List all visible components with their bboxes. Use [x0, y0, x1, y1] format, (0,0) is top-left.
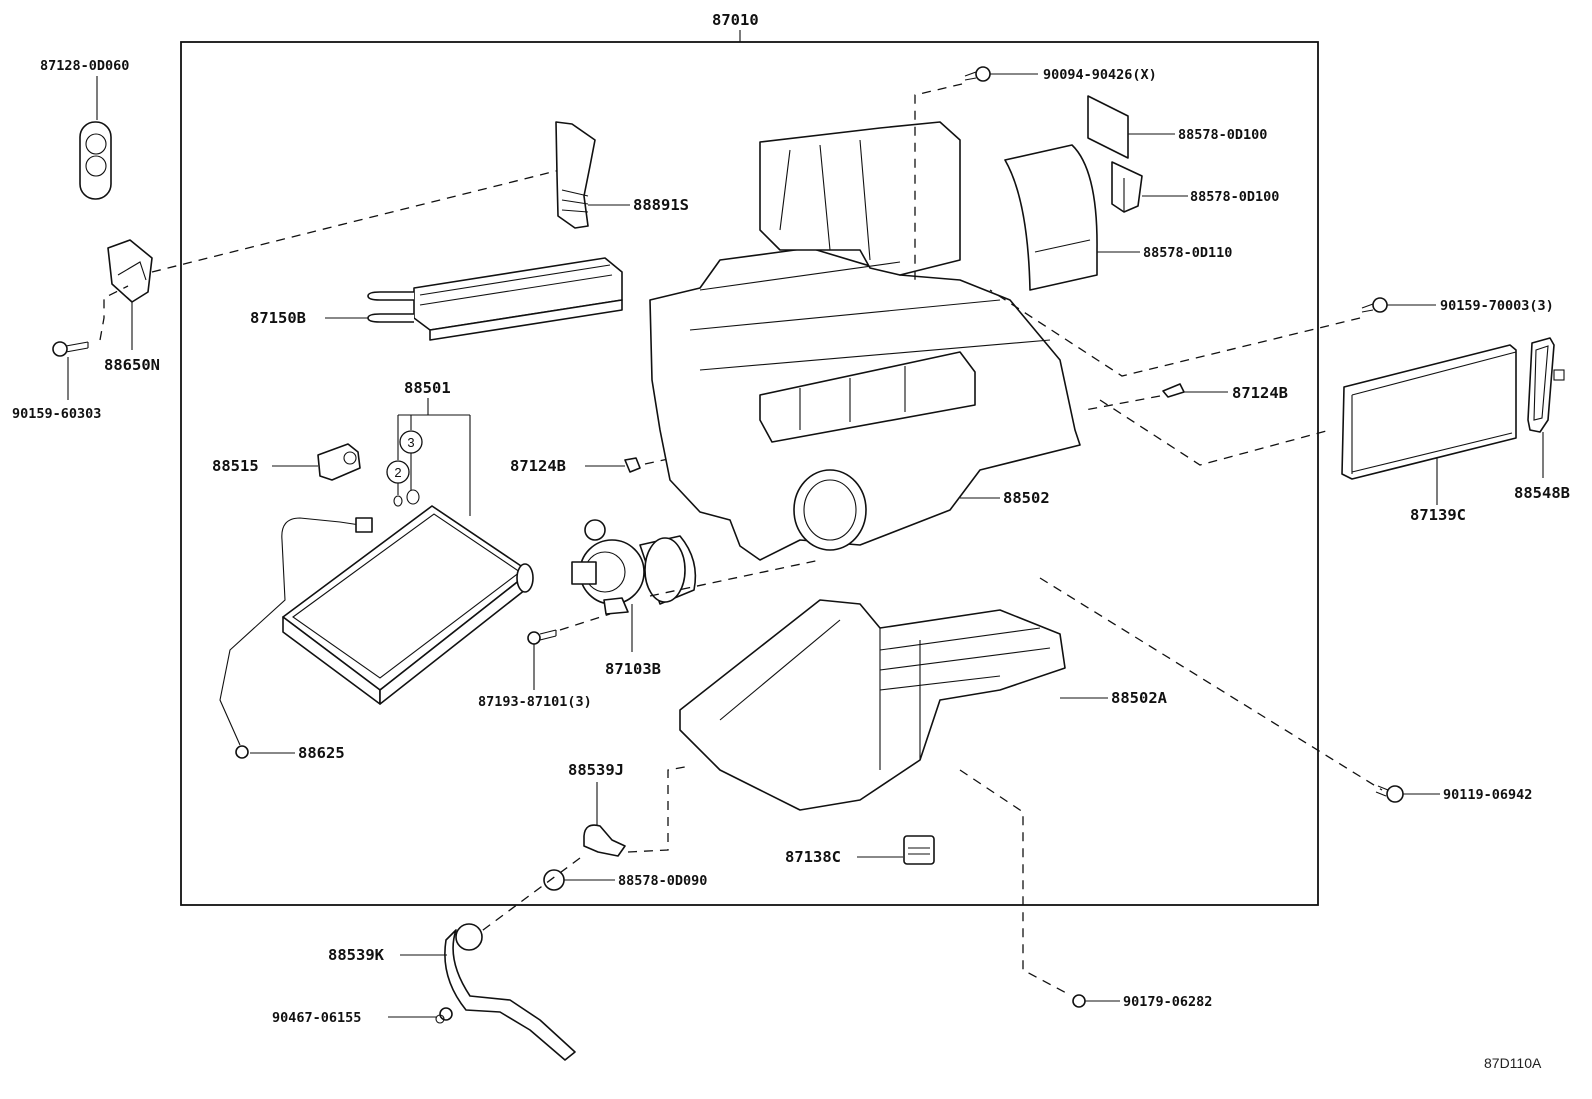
clip-icon [1162, 383, 1185, 398]
cushion-icon [543, 869, 565, 891]
part-90159-70003: 90159-70003(3) [989, 289, 1554, 377]
label-87150B[interactable]: 87150B [250, 309, 306, 327]
label-90179-06282[interactable]: 90179-06282 [1123, 994, 1212, 1010]
bracket-icon [555, 121, 596, 229]
part-87124B-right: 87124B [1084, 383, 1331, 466]
assembly-frame: 87010 [180, 11, 1319, 906]
o-ring-icon [393, 495, 403, 507]
label-87124B-right[interactable]: 87124B [1232, 384, 1288, 402]
thermistor-wire-icon [219, 517, 361, 746]
part-88891S: 88891S [555, 121, 689, 229]
resistor-icon [903, 835, 935, 865]
assembly-label[interactable]: 87010 [712, 11, 759, 29]
grommet-icon [79, 121, 112, 200]
label-87139C[interactable]: 87139C [1410, 506, 1466, 524]
label-90159-70003[interactable]: 90159-70003(3) [1440, 298, 1554, 314]
part-88539J: 88539J [568, 761, 691, 857]
part-88548B: 88548B [1514, 337, 1570, 502]
part-88578-0D100-a: 88578-0D100 [1087, 95, 1267, 159]
diagram-reference-code: 87D110A [1484, 1055, 1542, 1071]
part-87103B: 87103B [571, 519, 821, 678]
seal-pad-icon [1004, 144, 1098, 291]
duct-icon [583, 824, 626, 857]
sensor-icon [317, 443, 361, 481]
clip-icon [439, 1007, 453, 1021]
callout-3: 3 [407, 435, 414, 450]
screw-icon [527, 631, 541, 645]
sensor-icon [107, 239, 153, 303]
part-90159-60303: 90159-60303 [12, 285, 129, 422]
part-88650N: 88650N [104, 239, 160, 374]
part-88578-0D110: 88578-0D110 [1004, 144, 1232, 291]
screw-icon [1386, 785, 1404, 803]
nut-icon [1072, 994, 1086, 1008]
label-87128-0D060[interactable]: 87128-0D060 [40, 58, 129, 74]
air-filter-icon [1341, 344, 1517, 480]
part-90179-06282: 90179-06282 [959, 769, 1212, 1010]
label-90159-60303[interactable]: 90159-60303 [12, 406, 101, 422]
label-88578-0D090[interactable]: 88578-0D090 [618, 873, 707, 889]
label-87124B-left[interactable]: 87124B [510, 457, 566, 475]
part-88578-0D100-b: 88578-0D100 [1111, 161, 1279, 213]
label-88501[interactable]: 88501 [404, 379, 451, 397]
part-88502: 88502 [649, 121, 1081, 561]
part-88578-0D090: 88578-0D090 [474, 857, 707, 937]
part-90094-90426: 90094-90426(X) [914, 66, 1157, 280]
label-88548B[interactable]: 88548B [1514, 484, 1570, 502]
part-87138C: 87138C [785, 835, 935, 866]
label-88650N[interactable]: 88650N [104, 356, 160, 374]
part-90119-06942: 90119-06942 [1039, 577, 1532, 803]
part-87139C: 87139C [1341, 344, 1517, 524]
part-88539K: 88539K [328, 923, 576, 1061]
label-88539J[interactable]: 88539J [568, 761, 624, 779]
seal-pad-icon [1111, 161, 1143, 213]
label-87103B[interactable]: 87103B [605, 660, 661, 678]
label-88891S[interactable]: 88891S [633, 196, 689, 214]
label-90119-06942[interactable]: 90119-06942 [1443, 787, 1532, 803]
duct-icon [444, 929, 576, 1061]
o-ring-icon [406, 489, 420, 505]
part-88625: 88625 [219, 517, 373, 762]
part-87128-0D060: 87128-0D060 [40, 58, 129, 200]
label-88578-0D100-a[interactable]: 88578-0D100 [1178, 127, 1267, 143]
seal-pad-icon [1087, 95, 1129, 159]
label-88578-0D110[interactable]: 88578-0D110 [1143, 245, 1232, 261]
label-88578-0D100-b[interactable]: 88578-0D100 [1190, 189, 1279, 205]
label-88515[interactable]: 88515 [212, 457, 259, 475]
label-88502A[interactable]: 88502A [1111, 689, 1168, 707]
label-88625[interactable]: 88625 [298, 744, 345, 762]
label-88502[interactable]: 88502 [1003, 489, 1050, 507]
part-88501: 88501 3 2 [282, 379, 534, 705]
screw-icon [1372, 297, 1388, 313]
label-90094-90426[interactable]: 90094-90426(X) [1043, 67, 1157, 83]
callout-2: 2 [394, 465, 401, 480]
screw-icon [52, 341, 68, 357]
clip-icon [624, 457, 641, 473]
lower-case-icon [679, 599, 1066, 811]
part-87150B: 87150B [250, 257, 623, 341]
label-88539K[interactable]: 88539K [328, 946, 385, 964]
label-87193-87101[interactable]: 87193-87101(3) [478, 694, 592, 710]
part-87193-87101: 87193-87101(3) [478, 613, 611, 710]
part-88502A: 88502A [679, 599, 1168, 811]
label-87138C[interactable]: 87138C [785, 848, 841, 866]
part-88515: 88515 [212, 443, 361, 481]
screw-icon [975, 66, 991, 82]
part-90467-06155: 90467-06155 [272, 1007, 453, 1026]
label-90467-06155[interactable]: 90467-06155 [272, 1010, 361, 1026]
